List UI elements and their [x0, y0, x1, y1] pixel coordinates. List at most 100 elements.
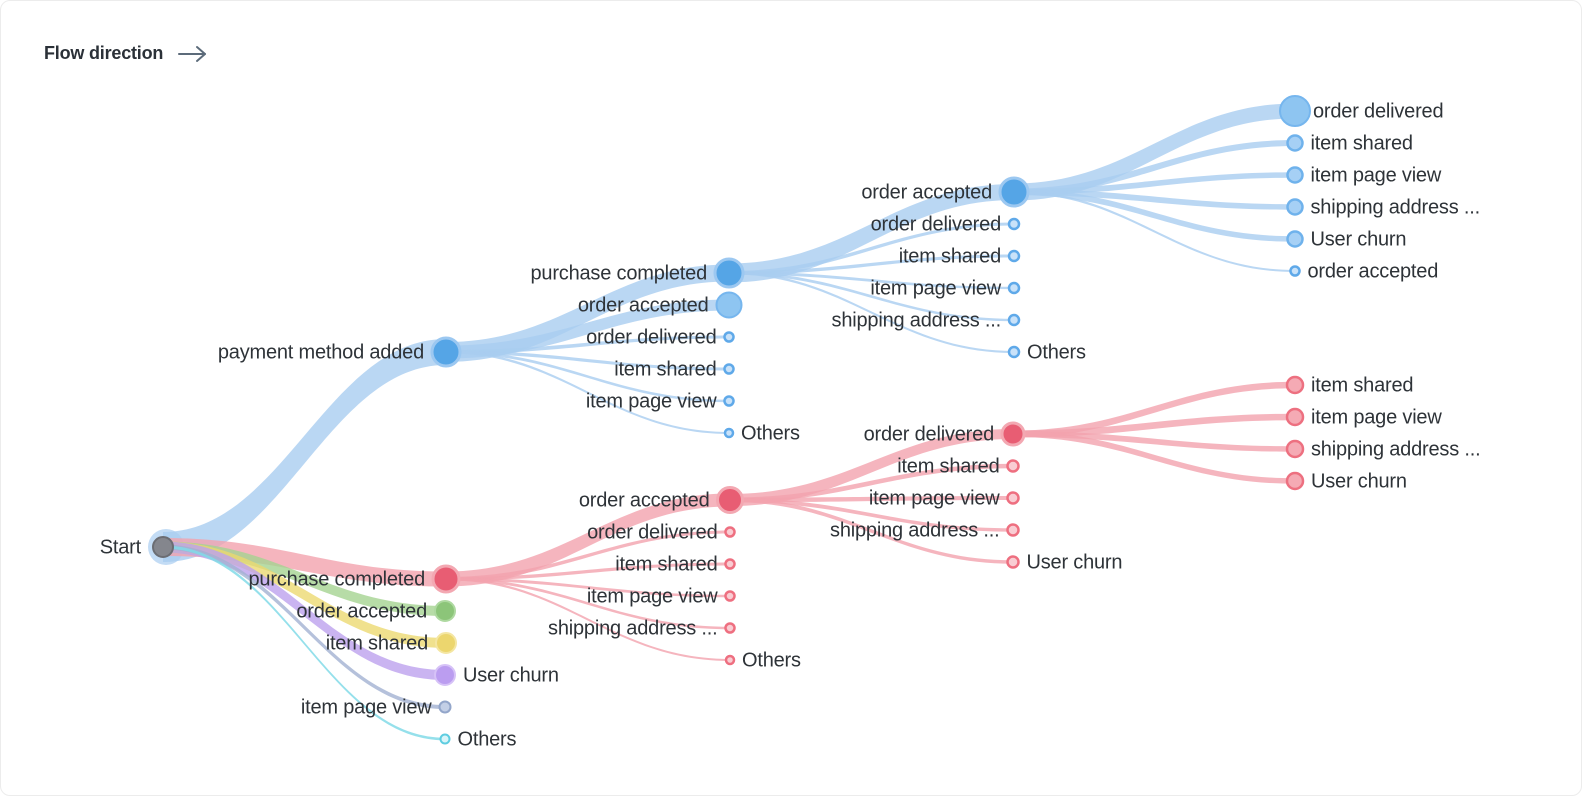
flow-node-sa_r4[interactable] — [1285, 439, 1305, 459]
right-arrow-icon — [178, 45, 207, 62]
flow-link-pc_b-is_b3[interactable] — [729, 254, 1014, 275]
flow-node-label-ipv_b3: item page view — [870, 277, 1001, 299]
flow-link-od_r3-is_r4[interactable] — [1013, 381, 1295, 438]
flow-link-pma-ot_b2[interactable] — [446, 350, 729, 434]
flow-link-oa_r2-od_r3[interactable] — [730, 429, 1013, 506]
flow-link-oa_b3-od_b4[interactable] — [1014, 103, 1295, 201]
flow-node-label-is_r4: item shared — [1311, 374, 1413, 396]
flow-node-is_b2[interactable] — [723, 363, 735, 375]
flow-node-uc_p[interactable] — [434, 664, 456, 686]
flow-link-pc_b-sa_b3[interactable] — [729, 271, 1014, 322]
flow-link-pc_r-ot_r2[interactable] — [446, 577, 730, 661]
flow-node-od_b4[interactable] — [1279, 95, 1311, 127]
flow-node-sa_r3[interactable] — [1006, 523, 1020, 537]
flow-link-pma-pc_b[interactable] — [446, 264, 729, 363]
flow-link-pc_b-ot_b3[interactable] — [729, 271, 1014, 353]
flow-node-label-ipv_r4: item page view — [1311, 406, 1442, 428]
flow-link-start-ipv_s[interactable] — [163, 544, 445, 710]
flow-link-pma-is_b2[interactable] — [446, 350, 729, 371]
flow-link-pc_r-ipv_r2[interactable] — [446, 577, 730, 598]
flow-node-pc_b[interactable] — [713, 257, 745, 289]
flow-link-od_r3-sa_r4[interactable] — [1013, 431, 1295, 452]
flow-link-pc_r-sa_r2[interactable] — [446, 577, 730, 630]
flow-node-sa_b3[interactable] — [1007, 313, 1021, 327]
flow-link-pma-od_b2[interactable] — [446, 335, 729, 355]
flow-node-label-uc_r3: User churn — [1027, 551, 1123, 573]
flow-node-ot_c[interactable] — [439, 733, 451, 745]
flow-node-label-uc_r4: User churn — [1311, 470, 1407, 492]
flow-node-oa_b2[interactable] — [715, 291, 743, 319]
flow-node-ipv_s[interactable] — [438, 700, 452, 714]
flow-node-od_r3[interactable] — [1000, 421, 1026, 447]
flow-link-pc_r-od_r2[interactable] — [446, 530, 730, 582]
flow-node-label-ot_b3: Others — [1027, 341, 1086, 363]
flow-node-ipv_r3[interactable] — [1006, 491, 1020, 505]
flow-node-label-ot_b2: Others — [741, 422, 800, 444]
flow-node-sa_r2[interactable] — [724, 622, 736, 634]
flow-node-label-is_r2: item shared — [615, 553, 717, 575]
flow-node-label-is_b4: item shared — [1311, 132, 1413, 154]
flow-node-ipv_b3[interactable] — [1007, 281, 1021, 295]
flow-link-start-ot_c[interactable] — [163, 545, 445, 741]
flow-link-oa_b3-uc_b4[interactable] — [1014, 189, 1295, 242]
flow-node-label-sa_r2: shipping address ... — [548, 617, 717, 639]
flow-link-oa_r2-sa_r3[interactable] — [730, 498, 1013, 532]
flow-node-is_b3[interactable] — [1007, 249, 1021, 263]
flow-link-pc_b-oa_b3[interactable] — [729, 184, 1014, 283]
flow-link-pc_r-is_r2[interactable] — [446, 562, 730, 581]
flow-node-uc_b4[interactable] — [1286, 230, 1304, 248]
flow-node-label-ipv_b2: item page view — [586, 390, 717, 412]
flow-node-is_r2[interactable] — [724, 558, 736, 570]
flow-node-oa_b4[interactable] — [1289, 265, 1301, 277]
flow-node-label-start: Start — [100, 536, 142, 558]
flow-node-label-ipv_r2: item page view — [587, 585, 718, 607]
flow-node-uc_r4[interactable] — [1285, 471, 1305, 491]
flow-node-od_b2[interactable] — [723, 331, 735, 343]
flow-node-uc_r3[interactable] — [1006, 555, 1020, 569]
flow-node-oa_g[interactable] — [434, 600, 456, 622]
flow-node-is_r3[interactable] — [1006, 459, 1020, 473]
flow-link-od_r3-uc_r4[interactable] — [1013, 431, 1295, 484]
flow-node-ipv_b4[interactable] — [1286, 166, 1304, 184]
flow-node-pc_r[interactable] — [431, 564, 461, 594]
flow-node-oa_b3[interactable] — [998, 176, 1030, 208]
flow-node-od_r2[interactable] — [724, 526, 736, 538]
flow-node-is_y[interactable] — [435, 632, 457, 654]
flow-link-oa_b3-ipv_b4[interactable] — [1014, 172, 1295, 195]
flow-link-oa_r2-uc_r3[interactable] — [730, 498, 1013, 564]
flow-node-is_b4[interactable] — [1286, 134, 1304, 152]
flow-link-pma-ipv_b2[interactable] — [446, 350, 729, 403]
flow-link-pc_r-oa_r2[interactable] — [446, 493, 730, 587]
flow-link-oa_b3-oa_b4[interactable] — [1014, 190, 1295, 272]
flow-link-od_r3-ipv_r4[interactable] — [1013, 413, 1295, 438]
flow-link-oa_b3-sa_b4[interactable] — [1014, 189, 1295, 210]
flow-node-label-oa_b2: order accepted — [578, 294, 709, 316]
flow-node-oa_r2[interactable] — [716, 486, 744, 514]
flow-node-ipv_b2[interactable] — [723, 395, 735, 407]
flow-link-pc_b-od_b3[interactable] — [729, 222, 1014, 276]
flow-node-is_r4[interactable] — [1285, 375, 1305, 395]
flow-node-label-od_b4: order delivered — [1313, 100, 1443, 122]
flow-node-start[interactable] — [152, 536, 174, 558]
flow-link-start-is_y[interactable] — [163, 541, 446, 649]
flow-node-label-is_r3: item shared — [897, 455, 999, 477]
flow-link-pc_b-ipv_b3[interactable] — [729, 271, 1014, 290]
flow-node-label-oa_b4: order accepted — [1308, 260, 1439, 282]
flow-link-pma-oa_b2[interactable] — [446, 299, 729, 359]
flow-node-od_b3[interactable] — [1007, 217, 1021, 231]
flow-node-ipv_r4[interactable] — [1285, 407, 1305, 427]
flow-node-ot_b3[interactable] — [1007, 345, 1021, 359]
flow-node-sa_b4[interactable] — [1286, 198, 1304, 216]
flow-link-start-uc_p[interactable] — [163, 541, 445, 681]
flow-node-ot_b2[interactable] — [723, 427, 735, 439]
flow-node-ot_r2[interactable] — [724, 654, 736, 666]
flow-link-start-pma[interactable] — [163, 339, 446, 562]
flow-link-oa_r2-ipv_r3[interactable] — [730, 496, 1013, 503]
flow-node-pma[interactable] — [430, 336, 462, 368]
flow-link-oa_r2-is_r3[interactable] — [730, 463, 1013, 503]
flow-link-oa_b3-is_b4[interactable] — [1014, 140, 1295, 196]
flow-node-label-is_b2: item shared — [614, 358, 716, 380]
flow-node-ipv_r2[interactable] — [724, 590, 736, 602]
